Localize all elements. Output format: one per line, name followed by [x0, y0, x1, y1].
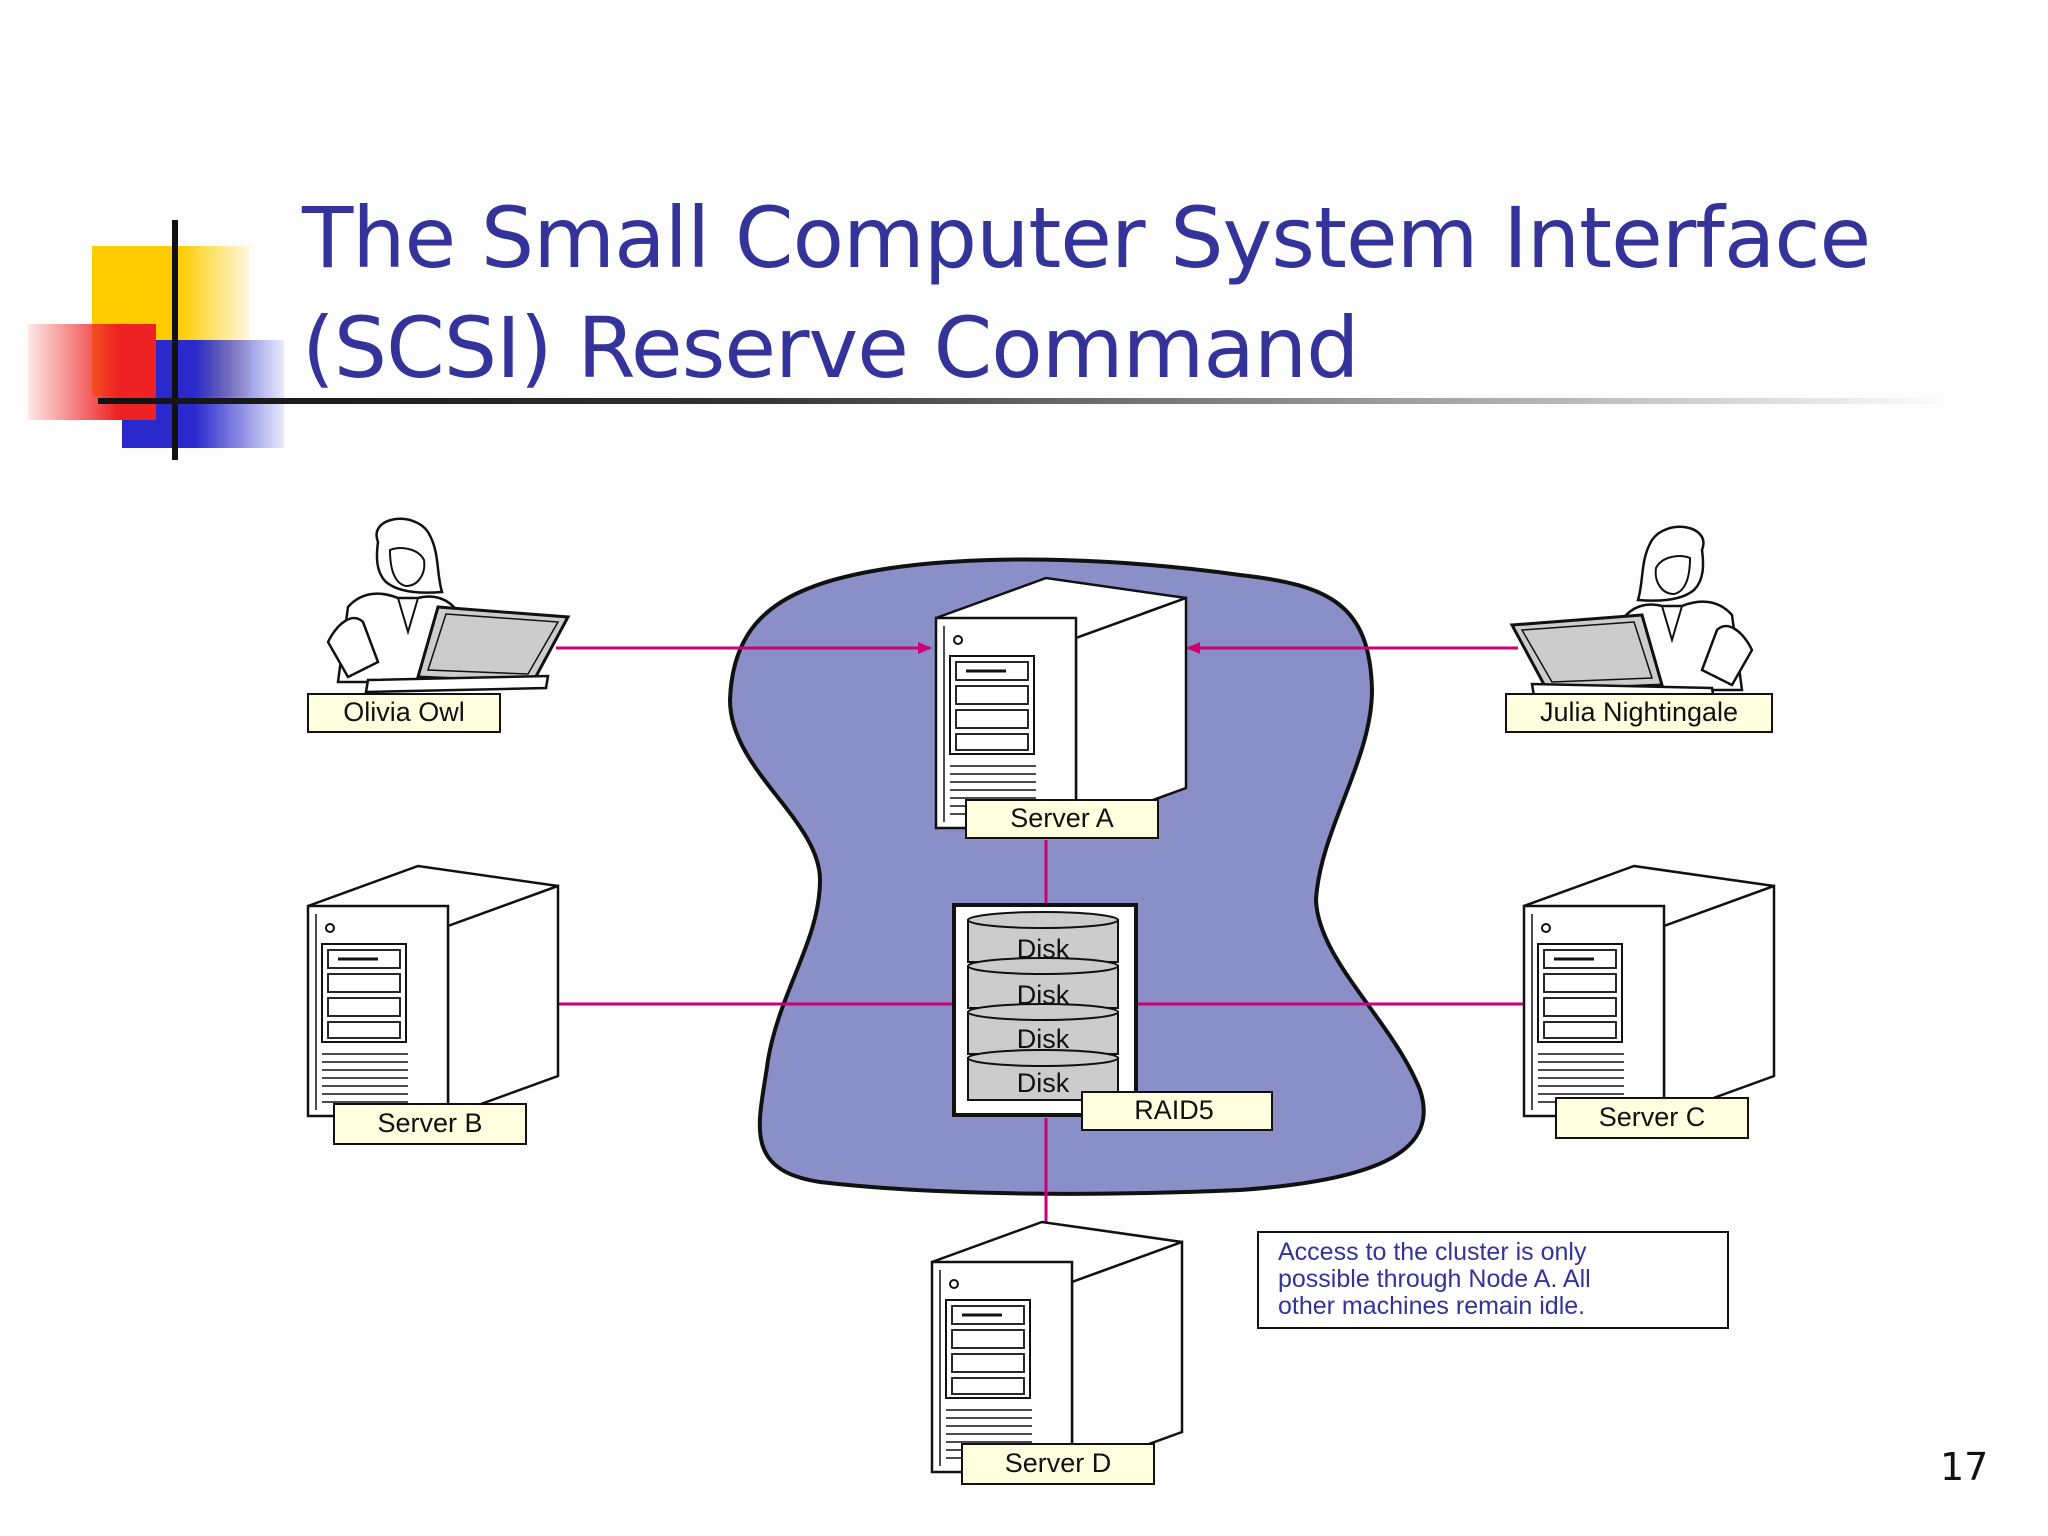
- label-box-server-d: [961, 1443, 1155, 1485]
- slide-title-line-1: The Small Computer System Interface: [302, 189, 1871, 287]
- disk-stack-icon: [967, 911, 1119, 1101]
- deco-red-square: [28, 324, 156, 420]
- note-line-1: Access to the cluster is only: [1278, 1238, 1587, 1266]
- server-a-icon: [934, 576, 1188, 830]
- slide-title-line-2: (SCSI) Reserve Command: [302, 299, 1359, 397]
- server-label-c: Server C: [1599, 1102, 1706, 1132]
- person-olivia-icon: [326, 517, 570, 694]
- note-line-2: possible through Node A. All: [1278, 1265, 1591, 1293]
- label-box-julia: [1505, 693, 1773, 733]
- note-line-3: other machines remain idle.: [1278, 1292, 1585, 1320]
- disk-label-3: Disk: [1017, 1024, 1070, 1054]
- note-box: [1257, 1231, 1729, 1329]
- cluster-region: [727, 557, 1426, 1196]
- disk-label-2: Disk: [1017, 980, 1070, 1010]
- label-box-server-b: [333, 1103, 527, 1145]
- server-label-a: Server A: [1010, 803, 1114, 833]
- label-box-server-c: [1555, 1097, 1749, 1139]
- raid-label: RAID5: [1134, 1095, 1214, 1125]
- person-julia-icon: [1510, 525, 1754, 702]
- user-label-olivia: Olivia Owl: [343, 697, 465, 727]
- page-number: 17: [1940, 1445, 1989, 1489]
- server-label-b: Server B: [377, 1108, 482, 1138]
- server-c-icon: [1522, 864, 1776, 1118]
- server-d-icon: [930, 1220, 1184, 1474]
- disk-label-1: Disk: [1017, 934, 1070, 964]
- label-box-olivia: [307, 693, 501, 733]
- disk-label-4: Disk: [1017, 1068, 1070, 1098]
- title-underline: [98, 398, 1948, 404]
- label-box-server-a: [965, 799, 1159, 839]
- label-box-raid5: [1081, 1091, 1273, 1131]
- server-b-icon: [306, 864, 560, 1118]
- server-label-d: Server D: [1005, 1448, 1112, 1478]
- raid-array: Disk Disk Disk Disk: [952, 903, 1138, 1117]
- user-label-julia: Julia Nightingale: [1540, 697, 1738, 727]
- deco-vertical-bar: [172, 220, 178, 460]
